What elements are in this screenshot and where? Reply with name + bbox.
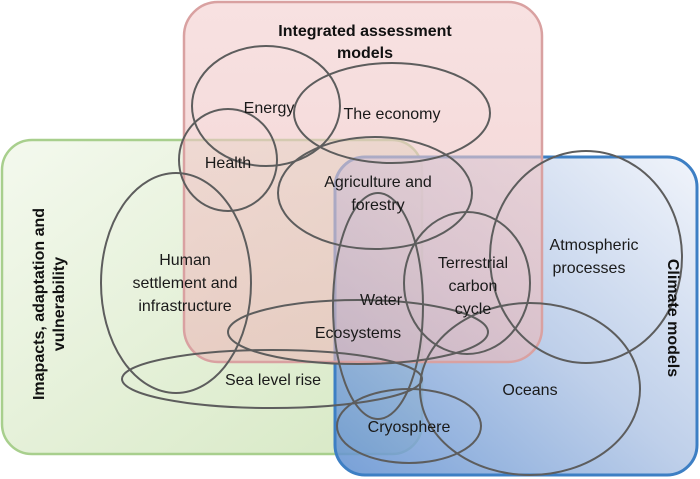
iav-title-line2: vulnerability [51, 257, 68, 351]
cryosphere-label: Cryosphere [368, 419, 451, 436]
oceans-label: Oceans [502, 382, 557, 399]
cryosphere-ellipse [336, 388, 482, 464]
iam-title-line1: Integrated assessment [278, 23, 452, 40]
terrestrial-label-line2: carbon [449, 278, 498, 295]
water-label: Water [360, 292, 403, 309]
economy-label: The economy [344, 106, 441, 123]
human-settlement-ellipse [100, 172, 252, 394]
terrestrial-label-line1: Terrestrial [438, 255, 508, 272]
economy-ellipse [293, 62, 491, 164]
atmospheric-label-line1: Atmospheric [550, 237, 639, 254]
human-label-line2: settlement and [133, 275, 238, 292]
energy-ellipse [191, 45, 341, 167]
human-label-line1: Human [159, 252, 211, 269]
iav-title-line1: Imapacts, adaptation and [31, 208, 48, 400]
terrestrial-carbon-ellipse [403, 211, 531, 355]
water-ellipse [332, 192, 424, 420]
sea-level-ellipse [121, 349, 423, 409]
agriculture-label-line1: Agriculture and [324, 174, 432, 191]
energy-label: Energy [244, 100, 295, 117]
health-label: Health [205, 155, 251, 172]
agriculture-label-line2: forestry [351, 197, 404, 214]
sea-level-label: Sea level rise [225, 372, 321, 389]
human-label-line3: infrastructure [138, 298, 231, 315]
ecosystems-label: Ecosystems [315, 325, 401, 342]
terrestrial-label-line3: cycle [455, 301, 492, 318]
iam-title-line2: models [337, 45, 393, 62]
ecosystems-ellipse [227, 299, 489, 365]
atmospheric-ellipse [489, 150, 683, 364]
climate-title: Climate models [664, 259, 681, 377]
atmospheric-label-line2: processes [553, 260, 626, 277]
agriculture-ellipse [277, 136, 473, 250]
health-ellipse [178, 108, 278, 212]
